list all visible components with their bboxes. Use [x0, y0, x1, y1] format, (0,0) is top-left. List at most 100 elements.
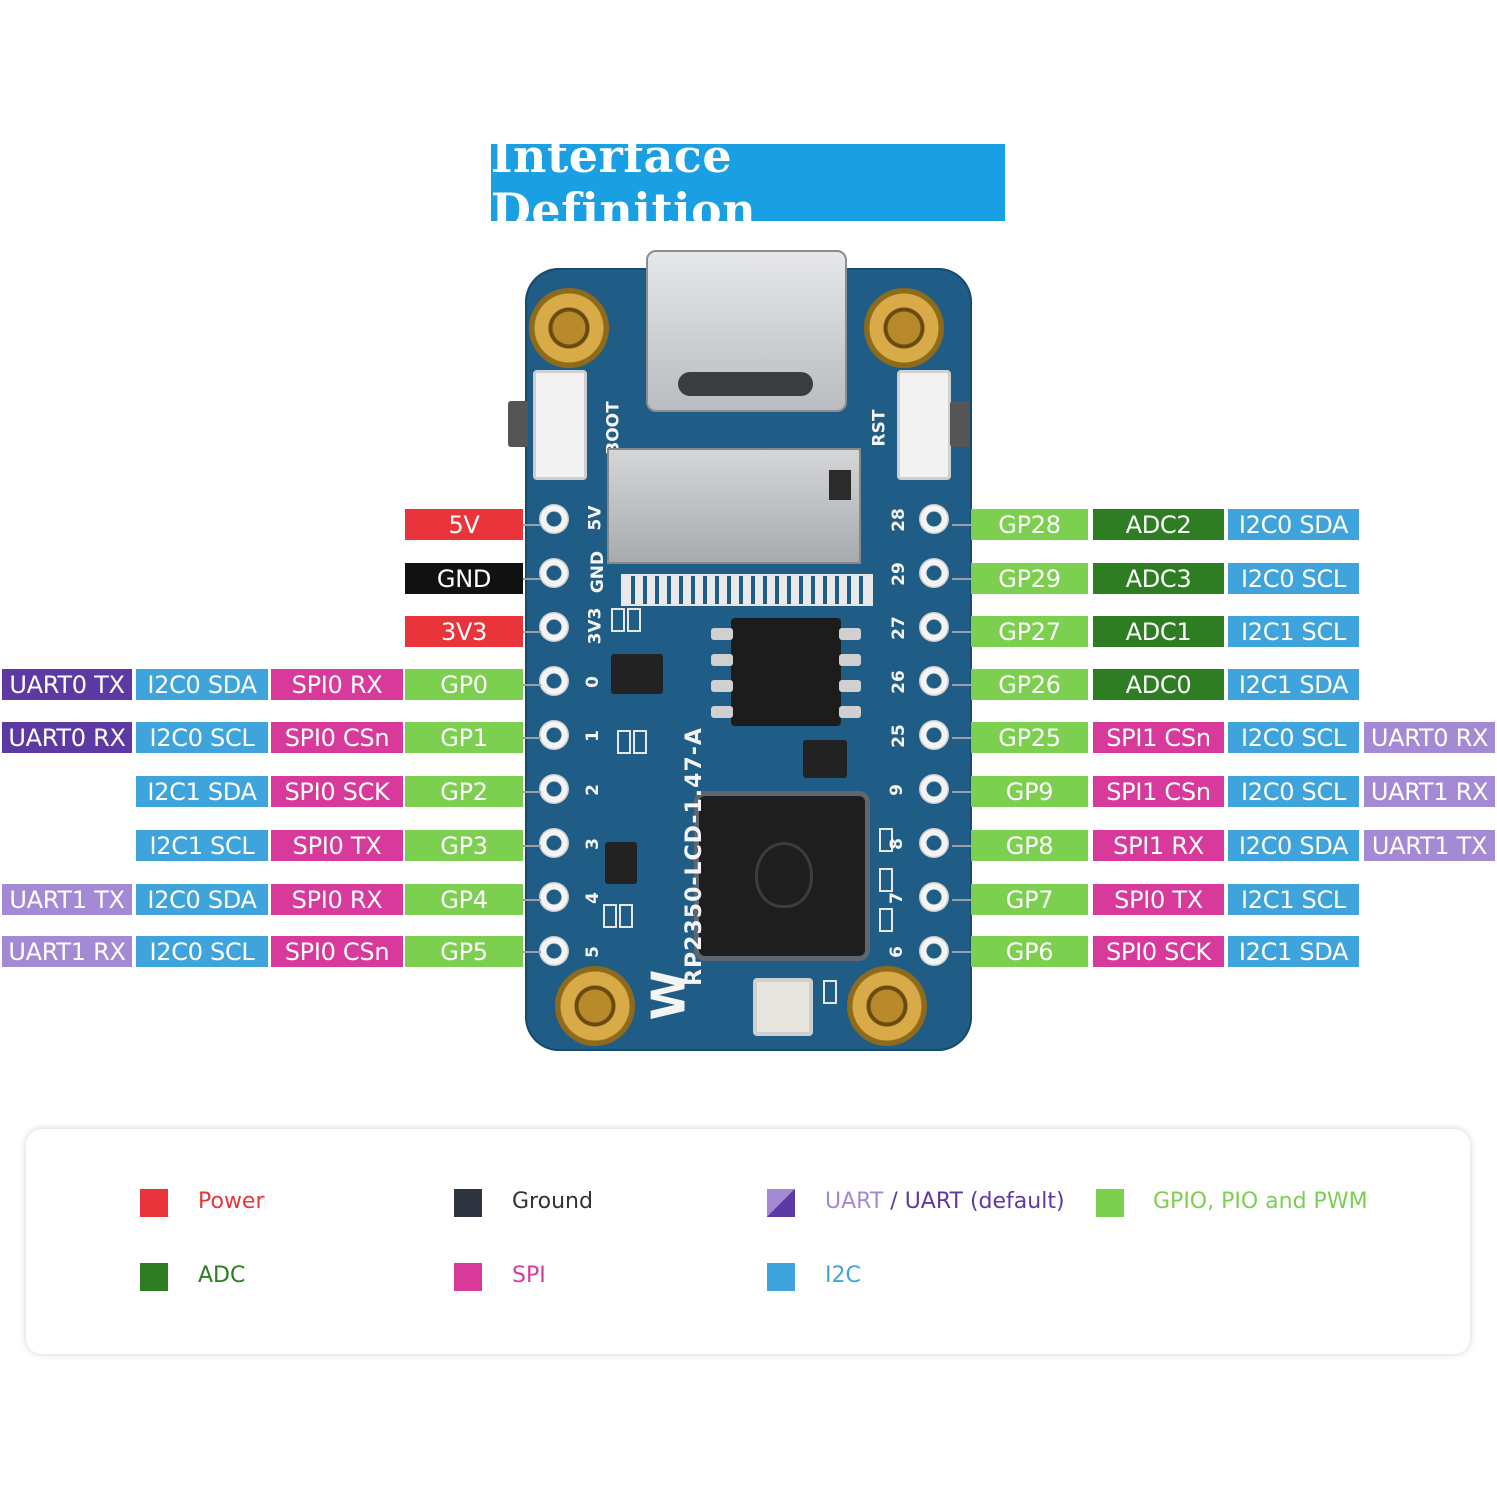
legend-gpio-swatch	[1096, 1189, 1124, 1217]
header-pin	[539, 936, 569, 966]
chip-pin	[839, 654, 861, 666]
header-pin	[539, 882, 569, 912]
flash-chip	[731, 618, 841, 726]
header-pin	[539, 828, 569, 858]
silk-right-number: 27	[888, 616, 909, 640]
left-pin-label-i2c: I2C0 SCL	[136, 936, 268, 967]
chip-pin	[711, 680, 733, 692]
left-pin-label-power: 5V	[405, 509, 523, 540]
left-pin-label-uart: UART0 RX	[2, 722, 132, 753]
left-pin-label-spi: SPI0 CSn	[271, 936, 403, 967]
transistor-chip	[605, 842, 637, 884]
right-pin-label-i2c: I2C0 SCL	[1228, 776, 1359, 807]
chip-pin	[711, 628, 733, 640]
left-pin-leader-line	[523, 845, 541, 847]
right-pin-label-spi: SPI1 CSn	[1093, 776, 1224, 807]
chip-pin	[839, 680, 861, 692]
small-ic	[803, 740, 847, 778]
board-image: BOOT RST 5V GND 3V3 0 1	[508, 250, 972, 1051]
right-pin-label-gpio: GP28	[971, 509, 1088, 540]
right-pin-leader-line	[952, 631, 971, 633]
silk-5v: 5V	[585, 505, 606, 531]
chip-pin	[711, 706, 733, 718]
boot-label: BOOT	[603, 401, 624, 455]
legend-adc-label: ADC	[198, 1263, 246, 1288]
legend-i2c-label: I2C	[825, 1263, 861, 1288]
legend-gpio-label: GPIO, PIO and PWM	[1153, 1189, 1368, 1214]
passive-component	[823, 980, 837, 1004]
left-pin-label-i2c: I2C1 SDA	[136, 776, 268, 807]
boot-button	[508, 370, 587, 480]
silk-right-number: 6	[886, 946, 907, 958]
left-pin-leader-line	[523, 578, 541, 580]
header-pin	[919, 828, 949, 858]
left-pin-label-gpio: GP0	[405, 669, 523, 700]
chip-pin	[839, 706, 861, 718]
right-pin-label-gpio: GP9	[971, 776, 1088, 807]
right-pin-label-i2c: I2C1 SCL	[1228, 616, 1359, 647]
usb-c-connector	[646, 250, 847, 412]
left-pin-label-gpio: GP1	[405, 722, 523, 753]
right-pin-label-uart_default: UART1 TX	[1364, 830, 1495, 861]
silk-left-number: 0	[582, 676, 603, 688]
passive-component	[617, 730, 631, 754]
header-pin	[539, 720, 569, 750]
right-pin-label-adc: ADC1	[1093, 616, 1224, 647]
legend-ground-swatch	[454, 1189, 482, 1217]
reset-button-tab	[950, 401, 970, 447]
title-banner: Interface Definition	[491, 129, 1005, 237]
silk-right-number: 7	[886, 892, 907, 904]
legend-adc-swatch	[140, 1263, 168, 1291]
left-pin-label-uart_default: UART1 TX	[2, 884, 132, 915]
right-pin-label-gpio: GP26	[971, 669, 1088, 700]
passive-component	[879, 908, 893, 932]
right-pin-leader-line	[952, 578, 971, 580]
right-pin-leader-line	[952, 899, 971, 901]
right-pin-label-spi: SPI0 SCK	[1093, 936, 1224, 967]
left-pin-label-i2c: I2C1 SCL	[136, 830, 268, 861]
silk-3v3: 3V3	[585, 607, 606, 645]
left-pin-label-gpio: GP4	[405, 884, 523, 915]
silk-gnd: GND	[588, 550, 609, 594]
header-pin	[539, 504, 569, 534]
right-pin-label-gpio: GP29	[971, 563, 1088, 594]
right-pin-leader-line	[952, 791, 971, 793]
left-pin-label-power: 3V3	[405, 616, 523, 647]
legend-uart-separator: /	[883, 1189, 905, 1214]
left-pin-label-spi: SPI0 CSn	[271, 722, 403, 753]
board-model-label: RP2350-LCD-1.47-A	[681, 727, 707, 986]
right-pin-label-gpio: GP27	[971, 616, 1088, 647]
usb-c-port	[678, 372, 813, 396]
right-pin-label-i2c: I2C0 SDA	[1228, 509, 1359, 540]
mounting-hole-bottom-right	[847, 966, 927, 1046]
legend-power-swatch	[140, 1189, 168, 1217]
lcd-connector	[621, 574, 873, 606]
passive-component	[619, 904, 633, 928]
legend: Power Ground UART / UART (default) GPIO,…	[26, 1129, 1470, 1354]
silk-right-number: 8	[886, 838, 907, 850]
left-pin-leader-line	[523, 951, 541, 953]
right-pin-label-spi: SPI0 TX	[1093, 884, 1224, 915]
left-pin-label-uart: UART0 TX	[2, 669, 132, 700]
silk-left-number: 4	[582, 892, 603, 904]
right-pin-label-i2c: I2C0 SCL	[1228, 722, 1359, 753]
header-pin	[539, 774, 569, 804]
legend-uart-default-text: UART	[825, 1189, 884, 1214]
mounting-hole-top-right	[864, 288, 944, 368]
left-pin-label-i2c: I2C0 SCL	[136, 722, 268, 753]
right-pin-label-adc: ADC3	[1093, 563, 1224, 594]
passive-component	[603, 904, 617, 928]
rst-label: RST	[869, 409, 890, 447]
right-pin-label-i2c: I2C0 SCL	[1228, 563, 1359, 594]
right-pin-leader-line	[952, 951, 971, 953]
crystal-oscillator	[753, 978, 813, 1036]
left-pin-label-gpio: GP5	[405, 936, 523, 967]
right-pin-leader-line	[952, 737, 971, 739]
left-pin-leader-line	[523, 737, 541, 739]
boot-button-tab	[508, 401, 528, 447]
page-title: Interface Definition	[491, 128, 757, 237]
left-pin-leader-line	[523, 631, 541, 633]
right-pin-label-adc: ADC2	[1093, 509, 1224, 540]
legend-spi-swatch	[454, 1263, 482, 1291]
regulator-chip	[611, 654, 663, 694]
